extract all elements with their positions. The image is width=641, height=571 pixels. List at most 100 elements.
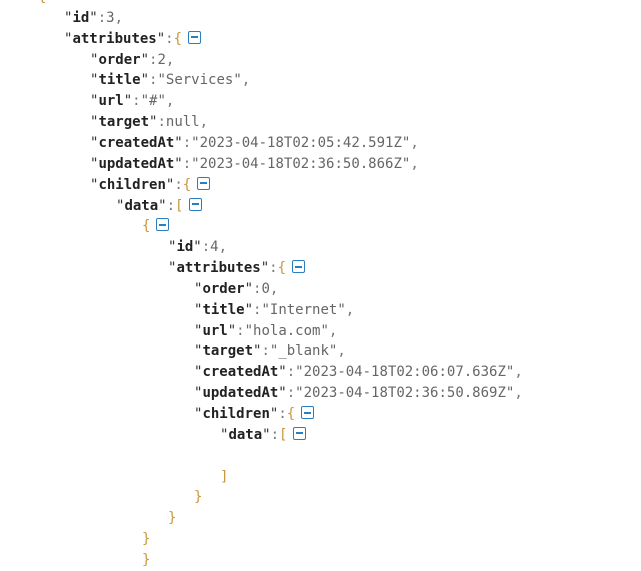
close-bracket: ]: [220, 468, 229, 485]
quote: ": [253, 343, 262, 360]
colon: :: [286, 385, 296, 402]
quote: ": [194, 322, 203, 339]
json-line: {: [142, 216, 170, 237]
quote: ": [194, 280, 203, 297]
json-line: "id":4,: [168, 237, 227, 258]
comma: ,: [199, 114, 209, 131]
json-value: "Services": [157, 72, 242, 89]
collapse-toggle-icon[interactable]: [293, 426, 307, 440]
comma: ,: [165, 51, 175, 68]
json-value: null: [165, 114, 200, 131]
quote: ": [168, 239, 177, 256]
json-key: title: [98, 72, 141, 89]
json-line: }: [194, 487, 202, 508]
json-key: url: [202, 322, 228, 339]
quote: ": [174, 134, 183, 151]
quote: ": [194, 301, 203, 318]
colon: :: [166, 197, 176, 214]
comma: ,: [218, 239, 228, 256]
quote: ": [90, 93, 99, 110]
json-key: target: [202, 343, 254, 360]
json-line: }: [142, 529, 150, 550]
quote: ": [89, 9, 98, 26]
collapse-toggle-icon[interactable]: [188, 30, 202, 44]
open-bracket: {: [142, 218, 151, 235]
open-bracket: {: [173, 30, 183, 47]
close-bracket: }: [142, 531, 151, 548]
comma: ,: [345, 301, 355, 318]
comma: ,: [165, 93, 175, 110]
quote: ": [278, 364, 287, 381]
collapse-toggle-icon[interactable]: [197, 176, 211, 190]
quote: ": [193, 239, 202, 256]
quote: ": [194, 385, 203, 402]
json-value: 3: [106, 9, 115, 26]
colon: :: [165, 30, 174, 47]
quote: ": [64, 9, 73, 26]
quote: ": [165, 176, 175, 193]
json-key: updatedAt: [98, 155, 175, 172]
colon: :: [269, 260, 278, 277]
close-bracket: }: [194, 489, 203, 506]
quote: ": [90, 134, 99, 151]
collapse-toggle-icon[interactable]: [189, 197, 203, 211]
colon: :: [182, 155, 192, 172]
comma: ,: [337, 343, 346, 360]
colon: :: [201, 239, 211, 256]
quote: ": [227, 322, 237, 339]
json-key: children: [202, 406, 270, 422]
json-line: "url":"hola.com",: [194, 321, 337, 342]
quote: ": [116, 197, 125, 214]
quote: ": [140, 72, 150, 89]
comma: ,: [328, 322, 338, 339]
json-key: children: [98, 176, 166, 193]
colon: :: [149, 72, 158, 89]
colon: :: [253, 280, 262, 297]
quote: ": [244, 280, 254, 297]
json-line: "target":null,: [90, 112, 208, 133]
json-key: createdAt: [98, 134, 175, 151]
json-value: 0: [261, 280, 270, 297]
close-bracket: }: [142, 551, 151, 568]
quote: ": [262, 426, 271, 443]
quote: ": [194, 406, 203, 422]
open-bracket: {: [38, 0, 46, 5]
collapse-toggle-icon[interactable]: [156, 218, 170, 232]
comma: ,: [114, 9, 124, 26]
json-key: id: [176, 239, 194, 256]
json-line: "title":"Internet",: [194, 300, 354, 321]
json-line: "children":{: [90, 175, 211, 196]
colon: :: [174, 176, 183, 193]
quote: ": [194, 364, 203, 381]
quote: ": [123, 93, 133, 110]
colon: :: [278, 406, 287, 422]
comma: ,: [410, 155, 419, 172]
quote: ": [220, 426, 229, 443]
comma: ,: [241, 72, 251, 89]
colon: :: [270, 426, 280, 443]
json-line: "createdAt":"2023-04-18T02:06:07.636Z",: [194, 362, 523, 383]
json-key: updatedAt: [202, 385, 279, 402]
json-value: "#": [140, 93, 166, 110]
quote: ": [244, 301, 254, 318]
quote: ": [90, 176, 99, 193]
collapse-toggle-icon[interactable]: [301, 406, 315, 419]
json-line: "data":[: [116, 196, 203, 217]
json-line: "order":0,: [194, 279, 278, 300]
colon: :: [261, 343, 270, 360]
colon: :: [182, 134, 192, 151]
quote: ": [194, 343, 203, 360]
json-key: title: [202, 301, 245, 318]
colon: :: [97, 9, 107, 26]
json-key: order: [98, 51, 141, 68]
json-value: "2023-04-18T02:05:42.591Z": [191, 134, 411, 151]
collapse-toggle-icon[interactable]: [292, 260, 306, 274]
json-value: "_blank": [269, 343, 338, 360]
open-bracket: [: [175, 197, 184, 214]
open-bracket: [: [279, 426, 288, 443]
json-line: "data":[: [220, 425, 307, 446]
json-key: target: [98, 114, 150, 131]
json-line: "children":{: [194, 404, 315, 425]
json-line: "attributes":{: [168, 258, 306, 279]
colon: :: [236, 322, 245, 339]
